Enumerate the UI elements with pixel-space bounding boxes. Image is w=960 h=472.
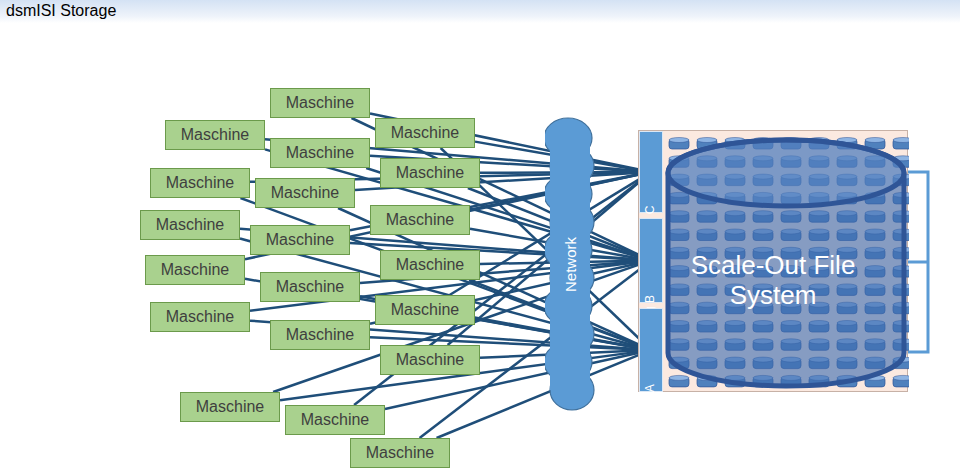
machine-label: Maschine — [196, 398, 264, 416]
machine-box: Maschine — [285, 405, 385, 435]
machine-box: Maschine — [380, 345, 480, 375]
machine-box: Maschine — [255, 178, 355, 208]
machine-box: Maschine — [380, 158, 480, 188]
machine-box: Maschine — [165, 120, 265, 150]
machine-label: Maschine — [366, 444, 434, 462]
machine-label: Maschine — [396, 256, 464, 274]
machine-label: Maschine — [301, 411, 369, 429]
machine-label: Maschine — [396, 351, 464, 369]
machine-box: Maschine — [270, 320, 370, 350]
machine-label: Maschine — [161, 261, 229, 279]
machine-label: Maschine — [386, 211, 454, 229]
machine-label: Maschine — [156, 216, 224, 234]
machine-box: Maschine — [180, 392, 280, 422]
machine-label: Maschine — [391, 124, 459, 142]
machine-box: Maschine — [270, 88, 370, 118]
machine-box: Maschine — [150, 168, 250, 198]
machine-box: Maschine — [375, 295, 475, 325]
machine-label: Maschine — [286, 326, 354, 344]
access-node: Zugang C — [639, 131, 663, 213]
machine-label: Maschine — [276, 278, 344, 296]
machine-label: Maschine — [181, 126, 249, 144]
machine-label: Maschine — [286, 144, 354, 162]
machine-box: Maschine — [375, 118, 475, 148]
storage-system: Scale-Out File System Zugang C Zugang B Zug… — [638, 130, 908, 392]
machine-label: Maschine — [286, 94, 354, 112]
title-bar: dsmISI Storage — [0, 0, 960, 23]
machine-box: Maschine — [270, 138, 370, 168]
access-node: Zugang B — [639, 218, 663, 303]
machine-label: Maschine — [271, 184, 339, 202]
machine-label: Maschine — [266, 231, 334, 249]
machine-label: Maschine — [166, 174, 234, 192]
access-label: Zugang A — [644, 384, 658, 435]
page-title: dsmISI Storage — [6, 2, 116, 20]
cluster-bracket — [908, 172, 928, 352]
machine-box: Maschine — [380, 250, 480, 280]
machine-box: Maschine — [250, 225, 350, 255]
network-cloud: Network — [545, 116, 595, 412]
machine-label: Maschine — [391, 301, 459, 319]
network-label: Network — [562, 236, 579, 291]
machine-box: Maschine — [140, 210, 240, 240]
machine-label: Maschine — [166, 308, 234, 326]
machine-box: Maschine — [370, 205, 470, 235]
machine-box: Maschine — [260, 272, 360, 302]
machine-box: Maschine — [145, 255, 245, 285]
machine-box: Maschine — [150, 302, 250, 332]
file-system-label: Scale-Out File System — [686, 251, 861, 311]
machine-box: Maschine — [350, 438, 450, 468]
machine-label: Maschine — [396, 164, 464, 182]
access-node: Zugang A — [639, 308, 663, 392]
